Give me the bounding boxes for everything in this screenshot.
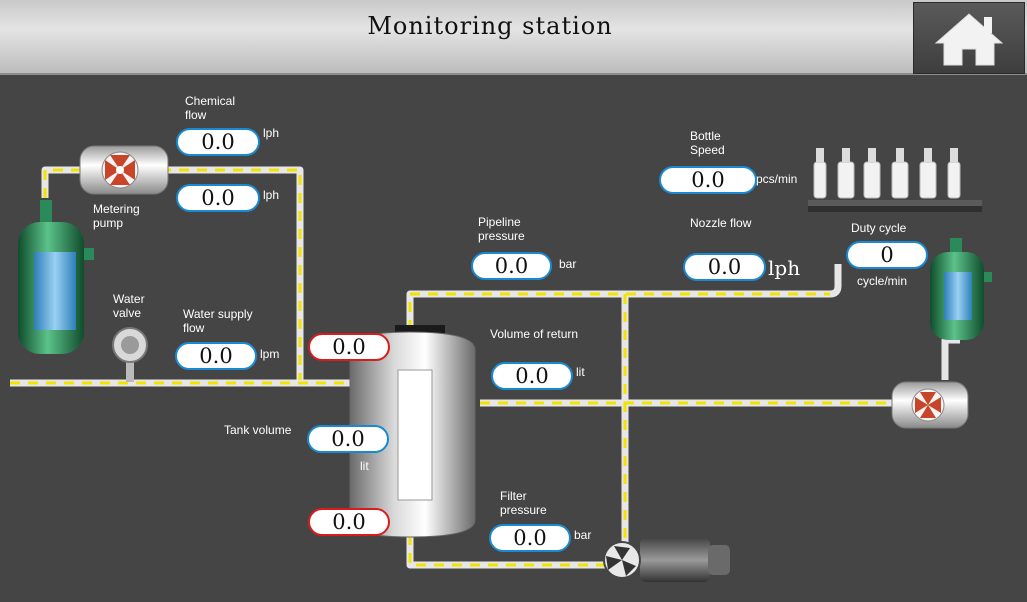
home-button[interactable]: [913, 2, 1025, 74]
chemical-flow-label: Chemical flow: [185, 94, 236, 122]
volume-of-return-label: Volume of return: [490, 327, 579, 341]
filter-pressure-label: Filter pressure: [500, 489, 547, 517]
return-tank: [930, 238, 992, 340]
chemical-flow-display-1: 0.0: [176, 128, 260, 156]
page-title: Monitoring station: [367, 12, 613, 40]
duty-cycle-display: 0: [846, 241, 928, 269]
volume-of-return-display: 0.0: [491, 362, 573, 390]
water-valve-label: Water valve: [113, 292, 145, 320]
pipeline-pressure-display: 0.0: [471, 252, 552, 280]
tank-volume-label: Tank volume: [224, 423, 292, 437]
filter-pressure-unit: bar: [574, 528, 592, 542]
return-pump: [891, 381, 969, 429]
metering-pump: [79, 145, 169, 195]
bottle-speed-label: Bottle Speed: [690, 129, 725, 157]
water-valve: [112, 327, 148, 382]
chemical-flow-display-2: 0.0: [176, 184, 260, 212]
chemical-flow-unit-1: lph: [263, 126, 280, 140]
metering-pump-label: Metering pump: [93, 202, 140, 230]
tank-volume-unit: lit: [360, 459, 369, 473]
filter-pressure-display: 0.0: [489, 524, 571, 552]
duty-cycle-label: Duty cycle: [851, 221, 907, 235]
chemical-tank: [18, 200, 94, 354]
nozzle-flow-unit: lph: [768, 256, 801, 280]
bottle-speed-display: 0.0: [659, 166, 757, 194]
pipeline-pressure-label: Pipeline pressure: [478, 215, 525, 243]
chemical-flow-unit-2: lph: [263, 188, 280, 202]
water-supply-flow-unit: lpm: [260, 347, 280, 361]
tank-volume-display: 0.0: [307, 425, 389, 453]
tank-bottom-display: 0.0: [308, 508, 390, 536]
home-icon: [934, 13, 1004, 66]
duty-cycle-unit: cycle/min: [857, 274, 908, 288]
pipeline-pressure-unit: bar: [559, 257, 577, 271]
nozzle-flow-label: Nozzle flow: [690, 216, 752, 230]
filter-pump-motor: [603, 538, 730, 582]
pipe-network: [10, 166, 960, 569]
title-bar: Monitoring station: [0, 0, 1027, 75]
storage-tank: [349, 325, 476, 538]
bottle-conveyor: [808, 148, 982, 212]
water-supply-flow-label: Water supply flow: [183, 307, 253, 335]
volume-of-return-unit: lit: [576, 365, 585, 379]
bottle-speed-unit: pcs/min: [756, 172, 798, 186]
water-supply-flow-display: 0.0: [175, 342, 257, 370]
tank-top-display: 0.0: [308, 333, 390, 361]
nozzle-flow-display: 0.0: [683, 253, 766, 281]
